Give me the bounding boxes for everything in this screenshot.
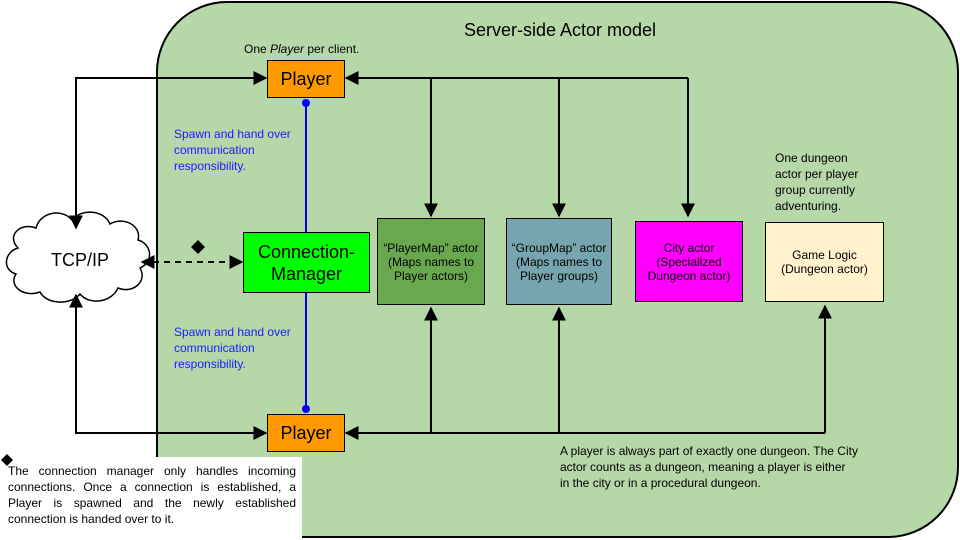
connection-manager-footnote: The connection manager only handles inco… (8, 464, 296, 526)
groupmap-actor-label: “GroupMap” actor (Maps names to Player g… (511, 240, 607, 283)
player-dungeon-note: A player is always part of exactly one d… (560, 444, 858, 490)
dungeon-actor-note: One dungeon actor per player group curre… (775, 151, 859, 213)
player-top-label: Player (280, 68, 332, 89)
connection-manager-box: Connection-Manager (243, 232, 370, 293)
playermap-actor-box: “PlayerMap” actor (Maps names to Player … (377, 218, 485, 305)
player-bottom-box: Player (267, 414, 345, 452)
tcpip-label: TCP/IP (50, 250, 109, 270)
playermap-actor-label: “PlayerMap” actor (Maps names to Player … (383, 240, 479, 283)
player-per-client-note: One Player per client. (244, 42, 359, 56)
tcp-to-player-bottom-arrow (69, 293, 268, 440)
spawn-note-top: Spawn and hand over communication respon… (174, 127, 291, 173)
player-bottom-label: Player (280, 422, 332, 443)
player-note-prefix: One (244, 42, 271, 56)
diagram-title: Server-side Actor model (463, 20, 657, 40)
city-actor-box: City actor (Specialized Dungeon actor) (635, 221, 743, 302)
tcp-to-player-top-arrow (69, 71, 268, 230)
city-actor-label: City actor (Specialized Dungeon actor) (647, 240, 731, 283)
player-note-em: Player (270, 42, 305, 56)
game-logic-box: Game Logic (Dungeon actor) (765, 222, 884, 302)
footnote-panel (0, 457, 302, 540)
groupmap-actor-box: “GroupMap” actor (Maps names to Player g… (506, 218, 612, 305)
footnote-diamond-icon (1, 454, 13, 466)
player-top-box: Player (267, 60, 345, 98)
player-note-suffix: per client. (304, 42, 360, 56)
game-logic-label: Game Logic (Dungeon actor) (781, 248, 868, 276)
spawn-note-bottom: Spawn and hand over communication respon… (174, 325, 291, 371)
diamond-marker-icon (191, 240, 205, 254)
tcpip-cloud-shape (5, 211, 151, 303)
spawn-dot-top (302, 99, 310, 107)
spawn-dot-bottom (302, 405, 310, 413)
connection-manager-label: Connection-Manager (257, 241, 356, 284)
